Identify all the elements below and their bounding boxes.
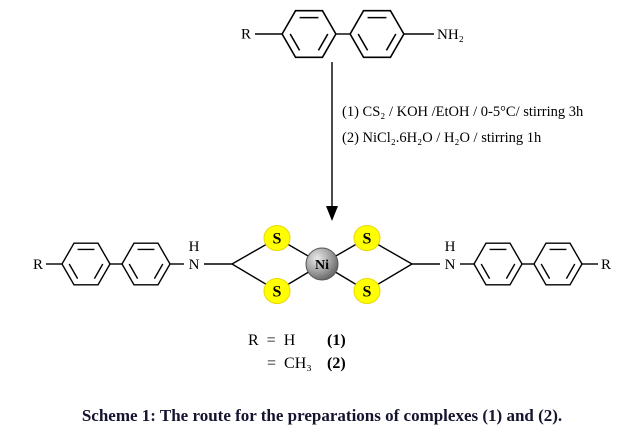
benzene-ring-top-2 bbox=[349, 9, 405, 59]
reaction-arrow bbox=[326, 62, 338, 221]
legend-row-1-text: R = H bbox=[248, 332, 296, 349]
arrow-head bbox=[326, 206, 338, 221]
sulfur-label-bottom-right: S bbox=[363, 284, 372, 301]
r-substituent-label-left: R bbox=[33, 257, 43, 273]
legend-row-2-number: (2) bbox=[327, 355, 346, 372]
sulfur-label-top-right: S bbox=[363, 231, 372, 248]
legend-row-1-number: (1) bbox=[327, 332, 346, 349]
nitrogen-label-left: N bbox=[189, 257, 200, 273]
nitrogen-label-right: N bbox=[445, 257, 456, 273]
sulfur-highlights bbox=[263, 225, 381, 304]
top-starting-material: R NH₂ bbox=[241, 9, 464, 59]
s-highlight-top-left bbox=[263, 225, 291, 251]
sulfur-label-top-left: S bbox=[273, 231, 282, 248]
benzene-ring-top-1 bbox=[281, 9, 337, 59]
benzene-ring-right-outer bbox=[533, 242, 583, 286]
s-highlight-bottom-left bbox=[263, 278, 291, 304]
r-substituent-label-right: R bbox=[601, 257, 611, 273]
nickel-sphere bbox=[305, 247, 339, 281]
hydrogen-label-left: H bbox=[189, 239, 200, 255]
s-highlight-top-right bbox=[353, 225, 381, 251]
r-substituent-label-top: R bbox=[241, 27, 251, 43]
benzene-ring-right-inner bbox=[473, 242, 523, 286]
benzene-ring-left-outer bbox=[61, 242, 111, 286]
legend-row-2-text: = CH₃ bbox=[267, 355, 312, 372]
sulfur-label-bottom-left: S bbox=[273, 284, 282, 301]
hydrogen-label-right: H bbox=[445, 239, 456, 255]
scheme-caption: Scheme 1: The route for the preparations… bbox=[81, 406, 563, 425]
reaction-conditions: (1) CS₂ / KOH /EtOH / 0-5°C/ stirring 3h… bbox=[342, 104, 584, 146]
condition-line-2: (2) NiCl₂.6H₂O / H₂O / stirring 1h bbox=[342, 130, 542, 146]
nickel-label: Ni bbox=[315, 258, 329, 273]
substituent-legend: R = H (1) = CH₃ (2) bbox=[248, 332, 346, 372]
condition-line-1: (1) CS₂ / KOH /EtOH / 0-5°C/ stirring 3h bbox=[342, 104, 584, 120]
amine-group-label: NH₂ bbox=[437, 27, 464, 43]
nickel-complex-product: R R N H N H S S S S Ni bbox=[33, 225, 611, 304]
s-highlight-bottom-right bbox=[353, 278, 381, 304]
benzene-ring-left-inner bbox=[121, 242, 171, 286]
reaction-scheme-canvas: R NH₂ (1) CS₂ / KOH /EtOH / 0-5°C/ stirr… bbox=[33, 9, 611, 372]
